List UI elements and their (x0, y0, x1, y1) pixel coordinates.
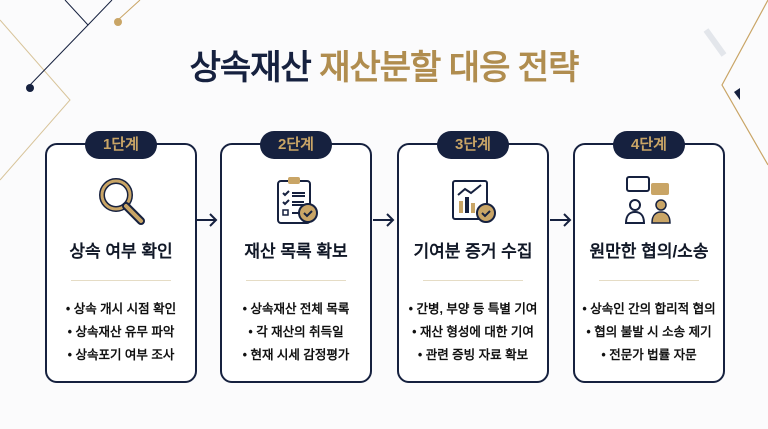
clipboard-checklist-icon (277, 177, 318, 224)
divider (246, 280, 346, 281)
arrow-right-icon (196, 213, 218, 227)
divider (423, 280, 523, 281)
list-item: • 상속인 간의 합리적 협의 (582, 302, 716, 316)
step-title: 원만한 협의/소송 (589, 242, 709, 261)
list-item: • 각 재산의 취득일 (248, 325, 344, 339)
arrow-right-icon (373, 213, 395, 227)
list-item: • 전문가 법률 자문 (601, 348, 697, 362)
step-badge: 3단계 (437, 131, 509, 159)
step-card-1: 1단계 상속 여부 확인 • 상속 개시 시점 확인• 상속재산 유무 파악• … (45, 131, 197, 383)
list-item: • 상속 개시 시점 확인 (65, 302, 177, 316)
step-items: • 상속 개시 시점 확인 • 상속재산 유무 파악 • 상속포기 여부 조사 (47, 298, 195, 367)
people-discussion-icon (624, 176, 671, 224)
step-badge: 4단계 (613, 131, 685, 159)
list-item: • 상속포기 여부 조사 (67, 348, 175, 362)
step-badge: 2단계 (260, 131, 332, 159)
step-badge: 1단계 (85, 131, 157, 159)
list-item: • 재산 형성에 대한 기여 (412, 325, 534, 339)
title-part2: 재산분할 대응 전략 (319, 49, 579, 87)
list-item: • 상속재산 유무 파악 (67, 325, 175, 339)
list-item: • 상속재산 전체 목록 (242, 302, 350, 316)
step-title: 기여분 증거 수집 (413, 242, 533, 261)
magnifier-icon (99, 178, 145, 225)
chart-document-icon (452, 180, 496, 223)
step-items: • 상속재산 전체 목록 • 각 재산의 취득일 • 현재 시세 감정평가 (222, 298, 370, 367)
step-card-3: 3단계 기여분 증거 수집 • 간병, 부양 등 특별 기여 • 재산 형성에 대… (397, 131, 549, 383)
list-item: • 관련 증빙 자료 확보 (417, 348, 529, 362)
step-card-4: 4단계 원만한 협의/소송 • 상속인 간의 합리적 협의 • 협의 불발 시 소… (573, 131, 725, 383)
step-title: 상속 여부 확인 (69, 242, 173, 261)
list-item: • 간병, 부양 등 특별 기여 (408, 302, 538, 316)
divider (599, 280, 699, 281)
step-items: • 상속인 간의 합리적 협의 • 협의 불발 시 소송 제기 • 전문가 법률 자… (575, 298, 723, 367)
divider (71, 280, 171, 281)
step-items: • 간병, 부양 등 특별 기여 • 재산 형성에 대한 기여 • 관련 증빙 자료… (399, 298, 547, 367)
page-title: 상속재산 재산분할 대응 전략 (0, 40, 768, 89)
arrow-right-icon (550, 213, 572, 227)
title-part1: 상속재산 (189, 49, 312, 87)
list-item: • 현재 시세 감정평가 (242, 348, 350, 362)
list-item: • 협의 불발 시 소송 제기 (586, 325, 712, 339)
step-card-2: 2단계 재산 목록 확보 • 상속재산 전체 목록 • 각 재산의 취득일 • 현재… (220, 131, 372, 383)
step-title: 재산 목록 확보 (244, 242, 348, 261)
